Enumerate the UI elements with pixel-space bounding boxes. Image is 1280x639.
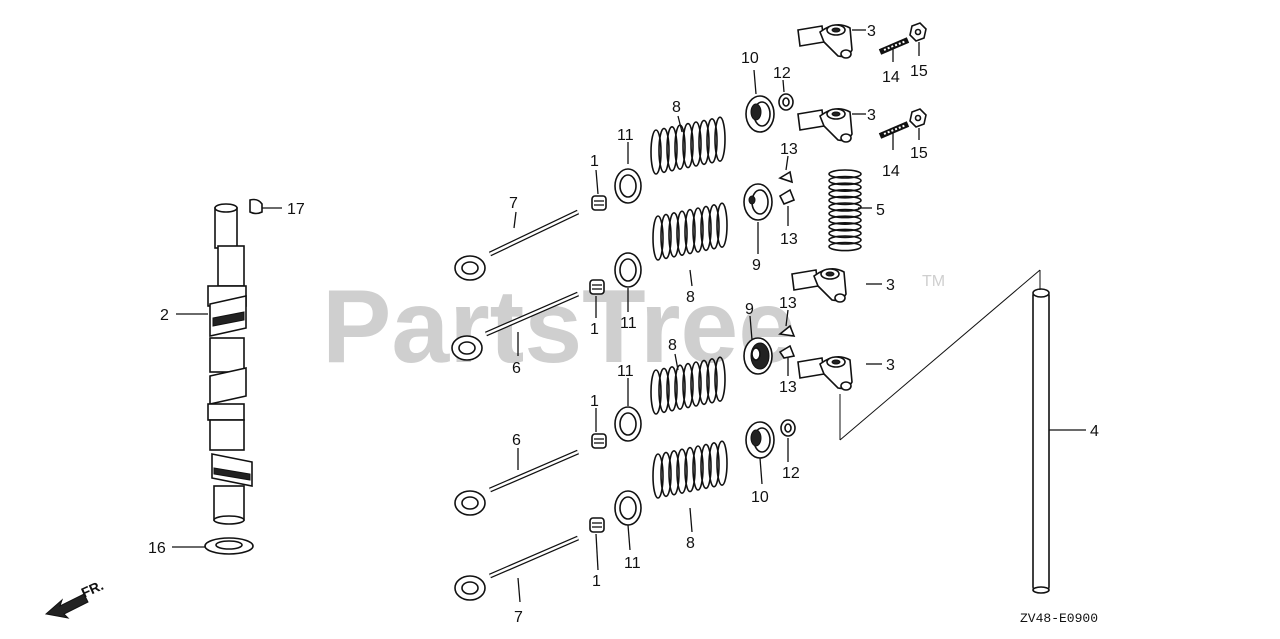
valve-intake-upper[interactable] (451, 291, 579, 361)
rocker-arm-3[interactable] (791, 268, 847, 303)
spring-seat-3[interactable] (614, 406, 642, 442)
callout-15[interactable]: 15 (910, 145, 928, 162)
callout-1[interactable]: 1 (590, 153, 599, 170)
valve-intake-lower[interactable] (454, 449, 579, 516)
valve-exhaust-bottom[interactable] (454, 535, 579, 601)
stem-seal-2[interactable] (589, 279, 605, 295)
callout-3[interactable]: 3 (867, 107, 876, 124)
leader-lines (172, 29, 1086, 603)
callout-17[interactable]: 17 (287, 201, 305, 218)
center-spring[interactable] (828, 169, 862, 252)
callout-2[interactable]: 2 (160, 307, 169, 324)
cotter-1[interactable] (778, 170, 794, 184)
callout-1[interactable]: 1 (592, 573, 601, 590)
callout-5[interactable]: 5 (876, 202, 885, 219)
valve-spring-1[interactable] (650, 116, 726, 175)
valve-cap-bottom[interactable] (780, 419, 796, 437)
retainer-9-upper[interactable] (743, 183, 773, 221)
front-direction-arrow: FR. (44, 577, 106, 619)
thrust-washer[interactable] (204, 537, 254, 555)
callout-12[interactable]: 12 (782, 465, 800, 482)
spring-seat-1[interactable] (614, 168, 642, 204)
valve-cap-top[interactable] (778, 93, 794, 111)
callout-13[interactable]: 13 (780, 141, 798, 158)
callout-10[interactable]: 10 (751, 489, 769, 506)
callout-11[interactable]: 11 (617, 363, 634, 380)
front-label: FR. (79, 577, 106, 601)
stem-seal-1[interactable] (591, 195, 607, 211)
callout-9[interactable]: 9 (752, 257, 761, 274)
valve-spring-3[interactable] (650, 356, 726, 415)
callout-11[interactable]: 11 (624, 555, 641, 572)
pivot-nut-mid[interactable] (909, 108, 927, 128)
retainer-10-top[interactable] (745, 95, 775, 133)
callout-3[interactable]: 3 (886, 357, 895, 374)
valve-spring-4[interactable] (652, 440, 728, 499)
pivot-stud-top[interactable] (878, 37, 910, 55)
valve-spring-2[interactable] (652, 202, 728, 261)
callout-4[interactable]: 4 (1090, 423, 1099, 440)
callout-8[interactable]: 8 (668, 337, 677, 354)
pivot-nut-top[interactable] (909, 22, 927, 42)
callout-1[interactable]: 1 (590, 321, 599, 338)
retainer-9-lower[interactable] (743, 337, 773, 375)
callout-11[interactable]: 11 (620, 315, 637, 332)
callout-16[interactable]: 16 (148, 540, 166, 557)
stem-seal-3[interactable] (591, 433, 607, 449)
callout-14[interactable]: 14 (882, 69, 900, 86)
cotter-2[interactable] (778, 188, 796, 206)
callout-3[interactable]: 3 (886, 277, 895, 294)
callout-14[interactable]: 14 (882, 163, 900, 180)
callout-8[interactable]: 8 (686, 535, 695, 552)
rocker-arm-1[interactable] (797, 24, 853, 59)
callout-7[interactable]: 7 (509, 195, 518, 212)
callout-12[interactable]: 12 (773, 65, 791, 82)
stem-seal-4[interactable] (589, 517, 605, 533)
cotter-3[interactable] (778, 324, 796, 337)
callout-13[interactable]: 13 (779, 379, 797, 396)
callout-9[interactable]: 9 (745, 301, 754, 318)
callout-1[interactable]: 1 (590, 393, 599, 410)
callout-13[interactable]: 13 (779, 295, 797, 312)
rocker-arm-4[interactable] (797, 356, 853, 391)
callout-10[interactable]: 10 (741, 50, 759, 67)
pivot-stud-mid[interactable] (878, 121, 910, 139)
callout-8[interactable]: 8 (672, 99, 681, 116)
watermark: PartsTree (322, 269, 796, 385)
spring-seat-2[interactable] (614, 252, 642, 288)
camshaft-pin[interactable] (249, 198, 263, 215)
rocker-arm-2[interactable] (797, 108, 853, 143)
retainer-10-bottom[interactable] (745, 421, 775, 459)
camshaft[interactable] (207, 203, 253, 525)
callout-15[interactable]: 15 (910, 63, 928, 80)
callout-8[interactable]: 8 (686, 289, 695, 306)
callout-11[interactable]: 11 (617, 127, 634, 144)
trademark-mark: TM (922, 273, 945, 290)
spring-seat-4[interactable] (614, 490, 642, 526)
callout-7[interactable]: 7 (514, 609, 523, 626)
diagram-code: ZV48-E0900 (1020, 611, 1098, 626)
callout-3[interactable]: 3 (867, 23, 876, 40)
callout-6[interactable]: 6 (512, 432, 521, 449)
push-rod[interactable] (1032, 288, 1050, 594)
callout-13[interactable]: 13 (780, 231, 798, 248)
callout-numbers: 3 14 15 10 12 8 3 11 13 14 15 1 5 7 13 1… (148, 23, 1099, 626)
cotter-4[interactable] (778, 344, 796, 359)
callout-6[interactable]: 6 (512, 360, 521, 377)
valve-exhaust-top[interactable] (454, 209, 580, 281)
